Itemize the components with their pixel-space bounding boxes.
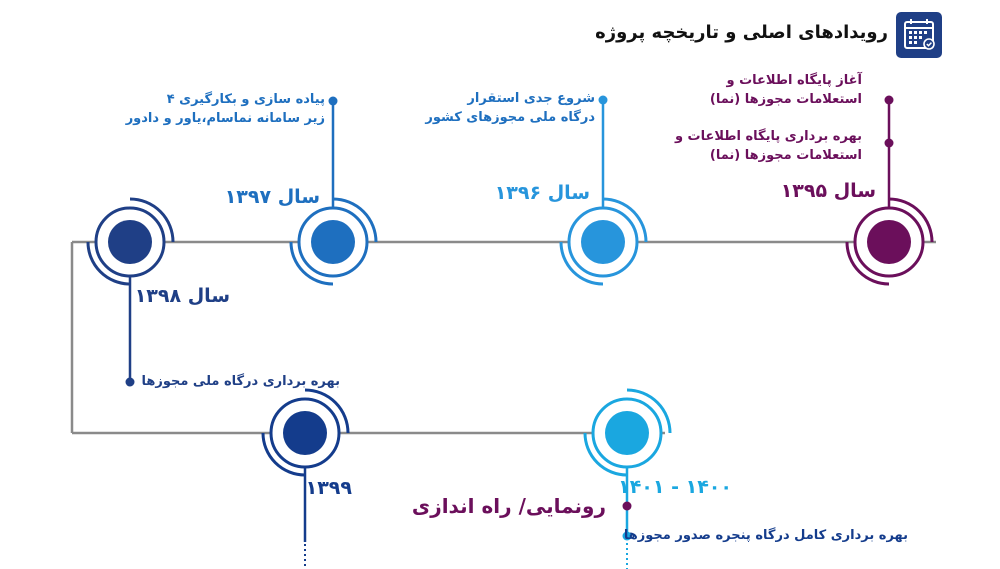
milestone-node-1400 bbox=[583, 388, 672, 569]
event-label-1400: بهره برداری کامل درگاه پنجره صدور مجوزها bbox=[623, 528, 908, 543]
year-label-1395: سال ۱۳۹۵ bbox=[780, 180, 876, 202]
event-label-1398: بهره برداری درگاه ملی مجوزها bbox=[141, 374, 340, 389]
event-label-1396: شروع جدی استقرار درگاه ملی مجوزهای کشور bbox=[425, 91, 595, 125]
timeline-track bbox=[70, 240, 936, 435]
event-label-1395-start: آغاز پایگاه اطلاعات و استعلامات مجوزها (… bbox=[709, 73, 862, 107]
milestone-node-1395 bbox=[845, 95, 934, 286]
year-label-1400-1401: ۱۴۰۰ - ۱۴۰۱ bbox=[618, 476, 732, 498]
year-label-1399: ۱۳۹۹ bbox=[305, 477, 352, 499]
year-label-1397: سال ۱۳۹۷ bbox=[224, 186, 320, 208]
event-label-1397: پیاده سازی و بکارگیری ۴ زیر سامانه نماسا… bbox=[125, 92, 325, 126]
event-label-1395-launch: بهره برداری پایگاه اطلاعات و استعلامات م… bbox=[674, 129, 862, 163]
launch-highlight-label: رونمایی/ راه اندازی bbox=[411, 494, 606, 518]
page-title: رویدادهای اصلی و تاریخچه پروژه bbox=[595, 22, 888, 43]
year-label-1398: سال ۱۳۹۸ bbox=[134, 285, 230, 307]
milestone-node-1398 bbox=[86, 197, 175, 387]
milestone-node-1397 bbox=[289, 96, 378, 286]
calendar-check-icon bbox=[896, 12, 942, 58]
year-label-1396: سال ۱۳۹۶ bbox=[494, 182, 590, 204]
milestone-node-1396 bbox=[559, 95, 648, 286]
milestone-node-1399 bbox=[261, 388, 350, 569]
